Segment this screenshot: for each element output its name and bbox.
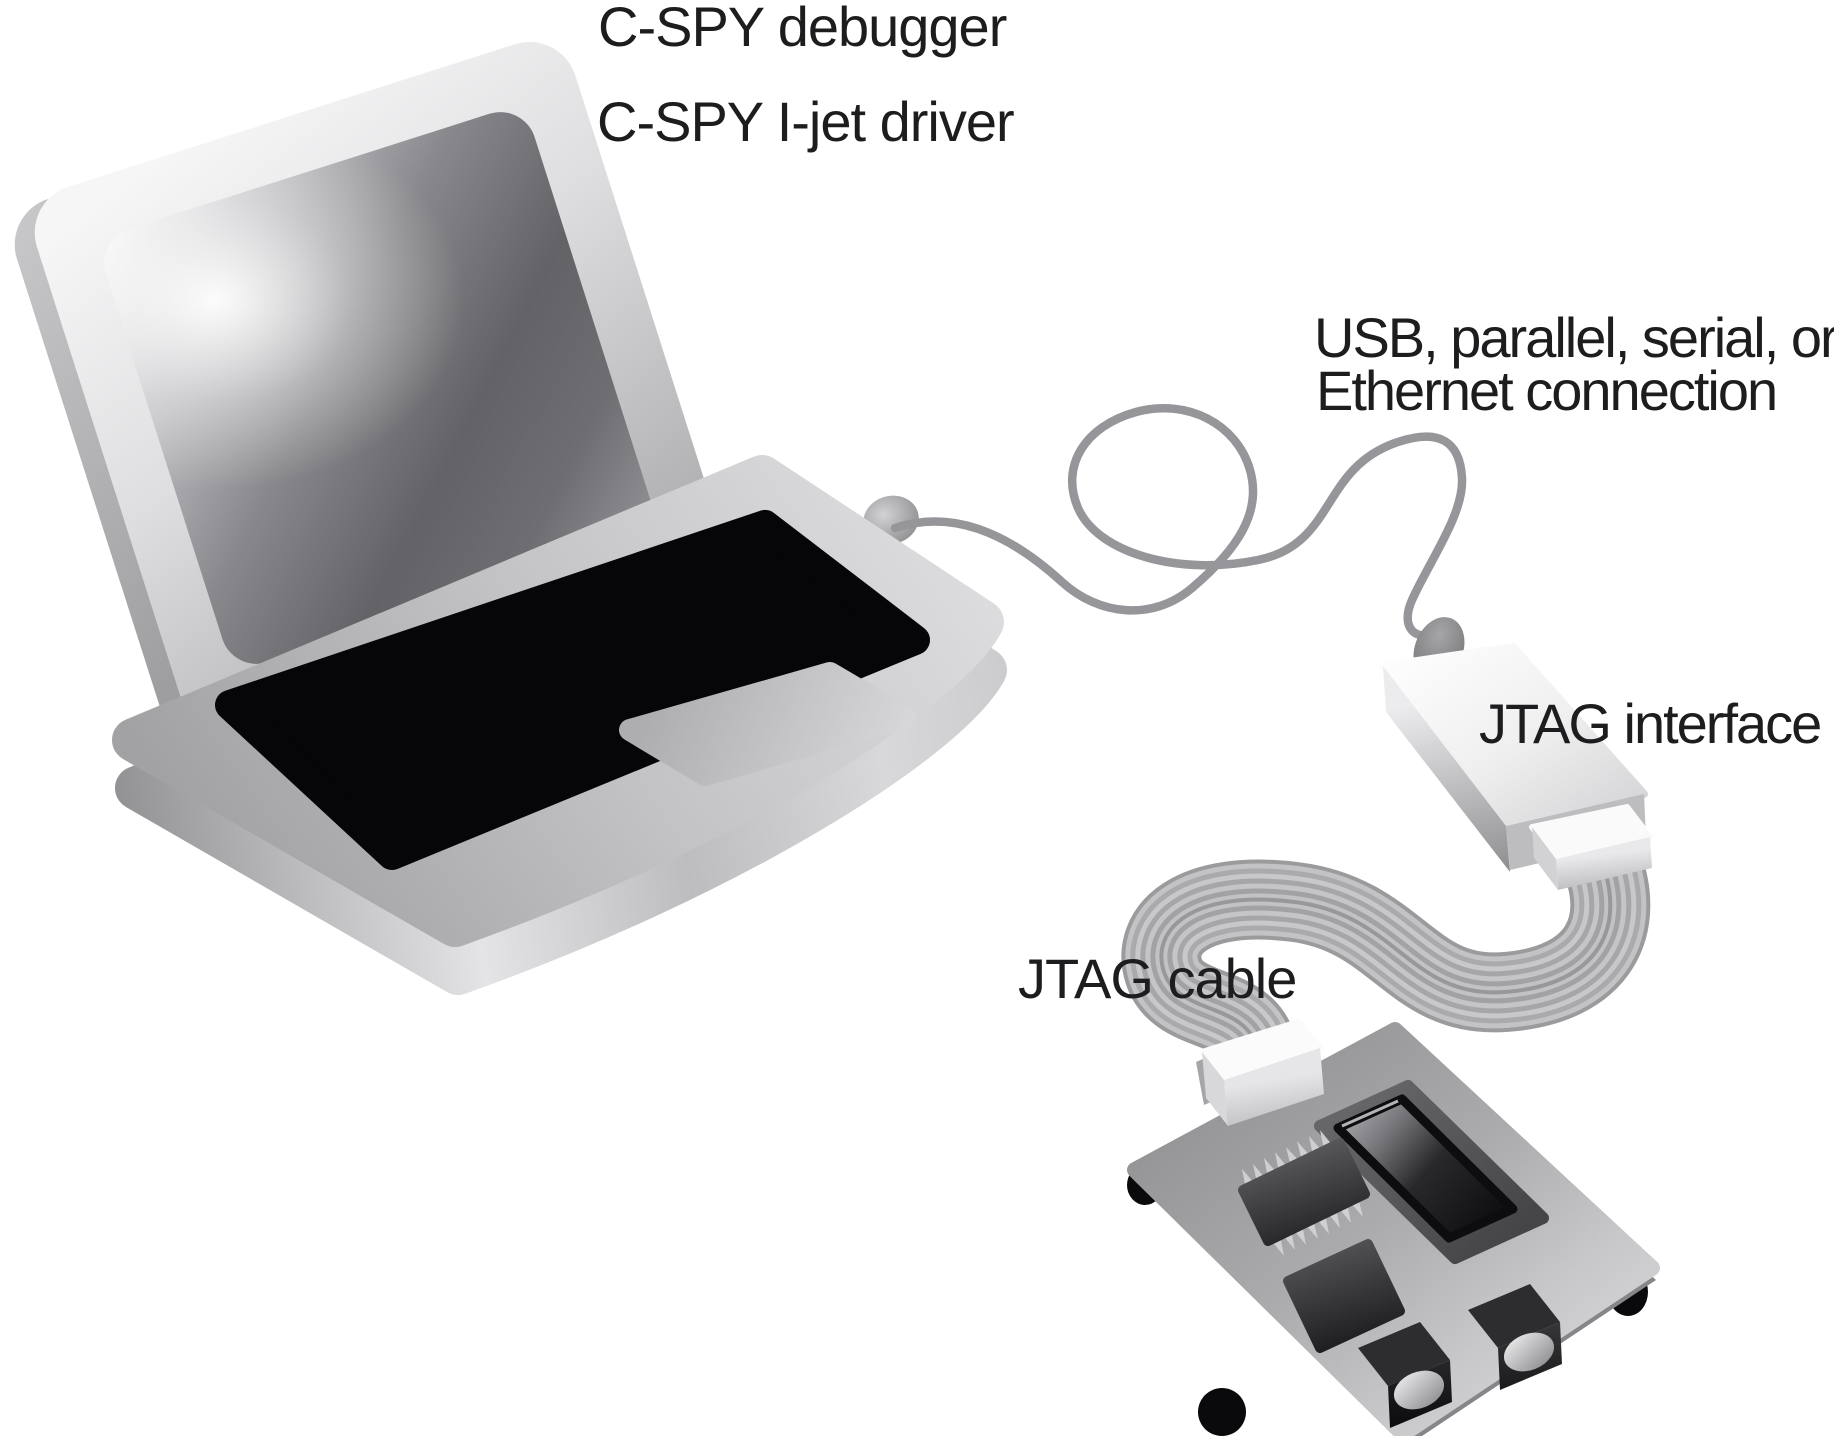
laptop-trackpad [619, 662, 916, 786]
connector-cap-1 [1503, 1332, 1555, 1372]
board-display-glint [1341, 1099, 1399, 1128]
laptop [14, 41, 1007, 995]
board-foot-bottom [1198, 1388, 1246, 1436]
label-connection-line2: Ethernet connection [1316, 359, 1776, 422]
dip-chip [1238, 1138, 1370, 1246]
connector-block-1 [1468, 1284, 1562, 1390]
dip-chip-pins [1242, 1130, 1363, 1256]
small-chip [1283, 1239, 1405, 1353]
connection-cable [890, 404, 1467, 640]
board-ribbon-connector [1196, 1019, 1324, 1126]
target-board [1127, 1022, 1660, 1436]
label-connection-line1: USB, parallel, serial, or [1314, 306, 1834, 369]
label-cspy-ijet-driver: C-SPY I-jet driver [597, 90, 1014, 153]
label-jtag-interface: JTAG interface [1479, 692, 1820, 755]
screen-highlight [94, 110, 465, 490]
laptop-keyboard [215, 510, 930, 870]
jtag-pod-side [1383, 666, 1510, 872]
connector-block-2 [1358, 1322, 1452, 1428]
label-jtag-cable: JTAG cable [1018, 947, 1296, 1010]
jtag-pod-connector [1529, 804, 1653, 890]
label-cspy-debugger: C-SPY debugger [598, 0, 1007, 58]
connector-cap-2 [1393, 1370, 1445, 1410]
